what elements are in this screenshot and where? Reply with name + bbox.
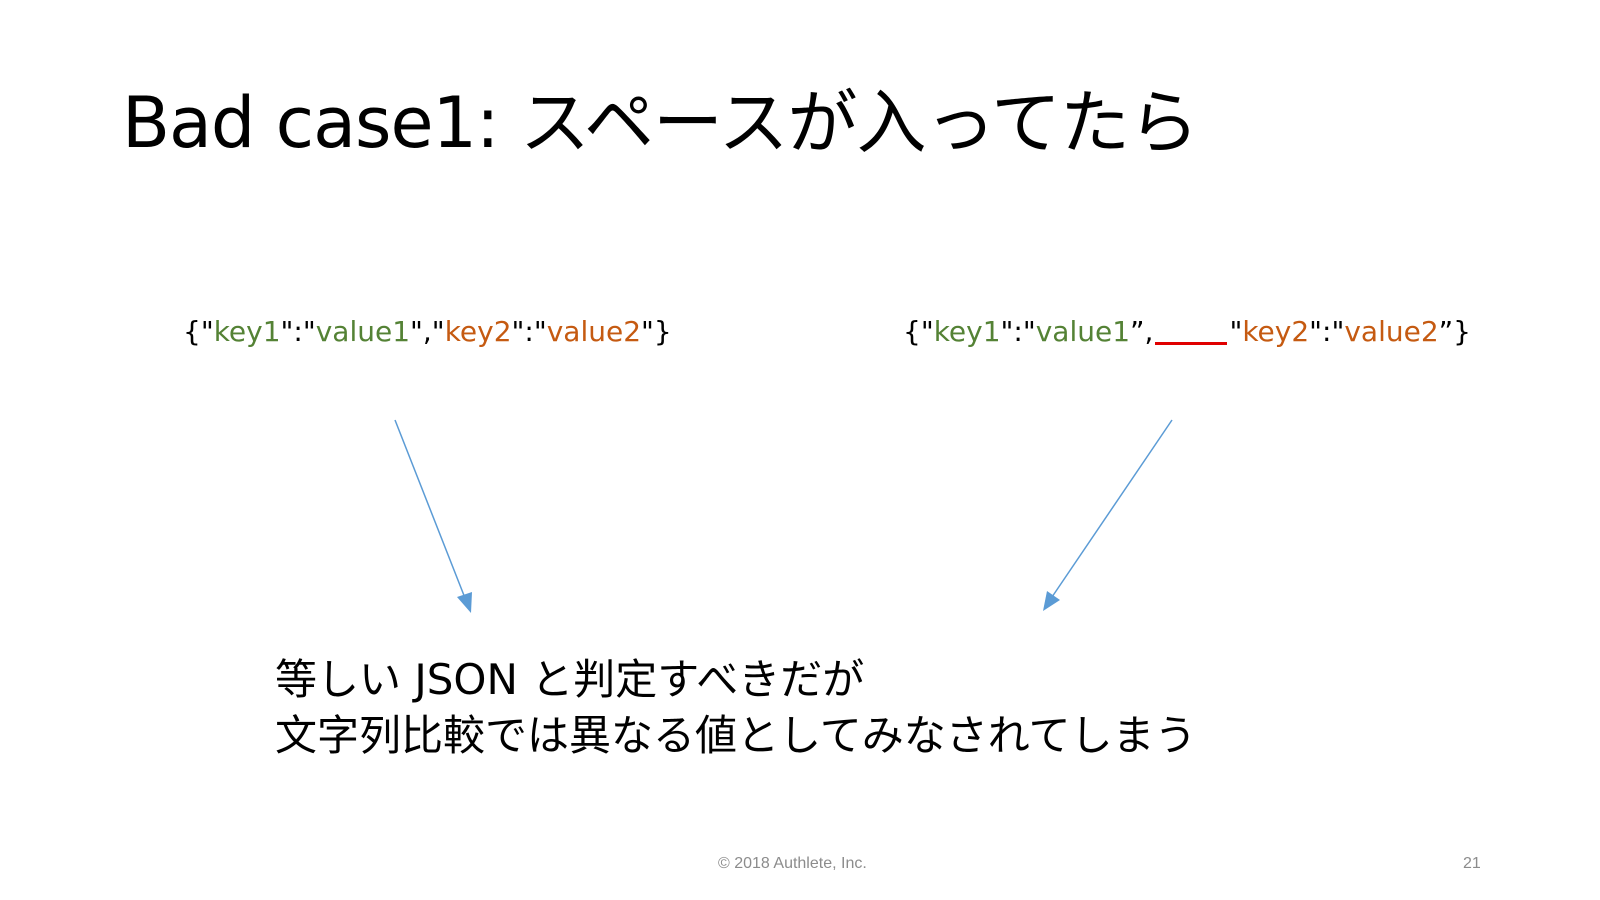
right-arrow-head [1043,591,1060,611]
conclusion-text: 等しい JSON と判定すべきだが 文字列比較では異なる値としてみなされてしまう [275,652,1196,764]
json-punct: "} [641,315,672,348]
json-punct: ”, [1130,315,1154,348]
json-punct: " [1229,315,1243,348]
json-value: value1 [1035,315,1131,348]
json-punct: ”} [1438,315,1471,348]
space-underline-marker [1155,314,1228,345]
json-punct: ":" [280,315,316,348]
json-punct: ":" [1000,315,1036,348]
json-value: value2 [546,315,642,348]
json-example-compact: {"key1":"value1","key2":"value2"} [183,314,672,350]
json-key: key1 [933,315,1001,348]
json-value: value2 [1344,315,1439,348]
conclusion-line-1: 等しい JSON と判定すべきだが [275,655,865,704]
right-arrow-line [1051,419,1173,598]
json-key: key1 [213,315,281,348]
left-arrow-line [394,419,466,599]
conclusion-line-2: 文字列比較では異なる値としてみなされてしまう [275,711,1197,760]
json-punct: ":" [511,315,547,348]
slide-title: Bad case1: スペースが入ってたら [122,82,1199,164]
json-value: value1 [315,315,411,348]
json-punct: ":" [1309,315,1345,348]
page-number: 21 [1463,855,1481,872]
json-punct: {" [903,315,934,348]
json-punct: "," [410,315,445,348]
json-key: key2 [1242,315,1310,348]
json-punct: {" [183,315,214,348]
json-key: key2 [444,315,512,348]
footer-copyright: © 2018 Authlete, Inc. [718,855,867,872]
left-arrow-head [457,592,472,613]
json-example-with-space: {"key1":"value1”,"key2":"value2”} [903,314,1471,350]
